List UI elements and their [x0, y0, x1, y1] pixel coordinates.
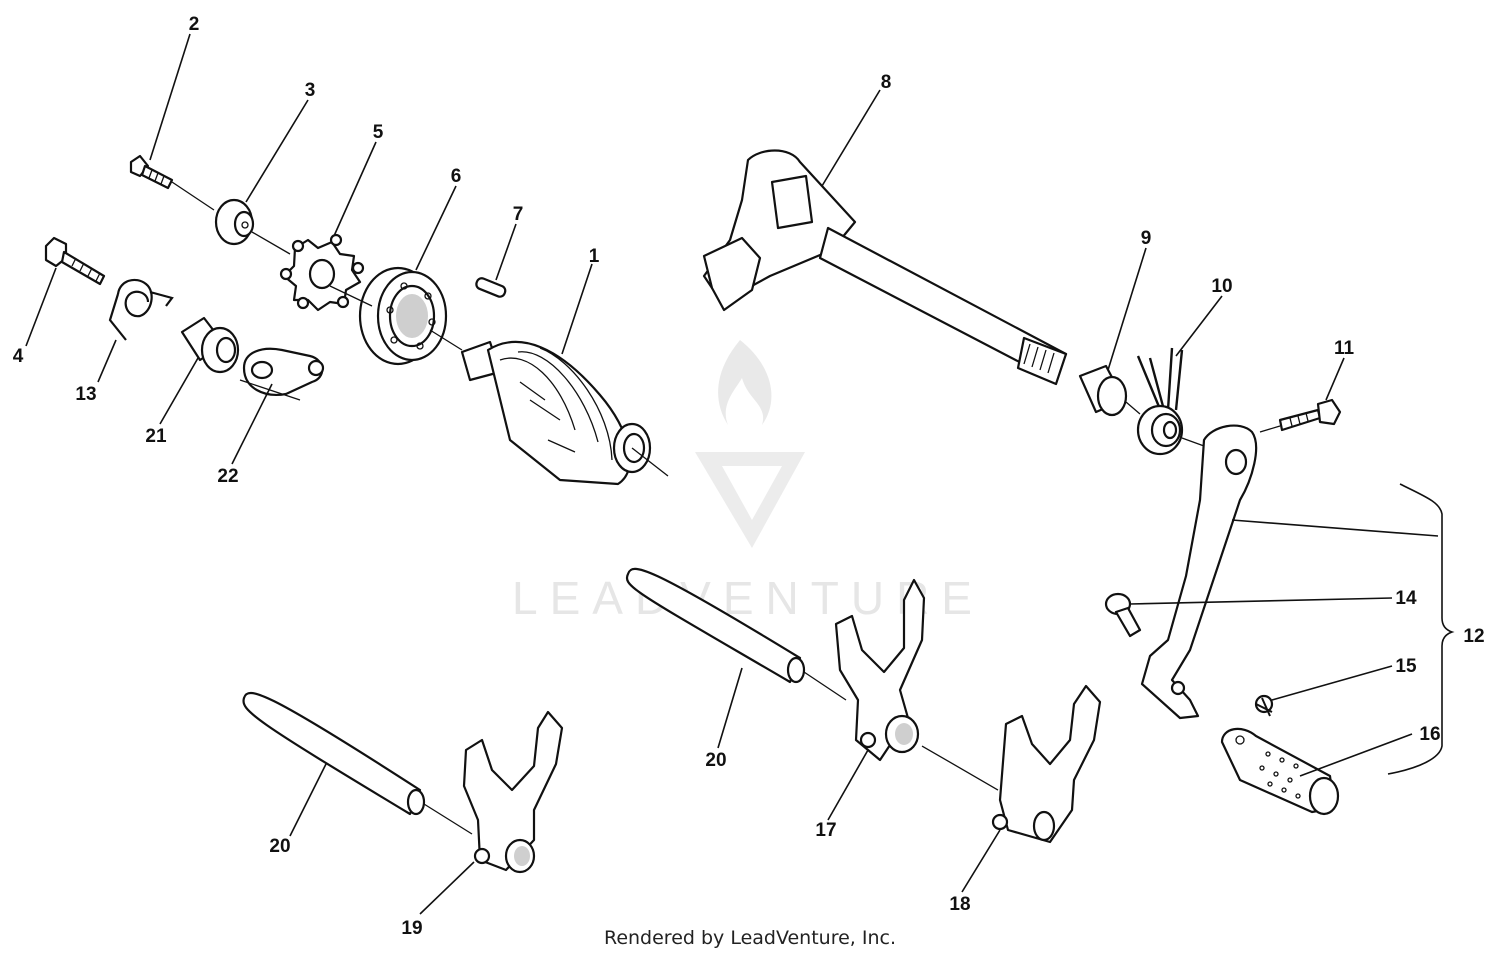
part-6-bearing [358, 266, 448, 366]
watermark-text: LEADVENTURE [512, 572, 984, 624]
callout-22: 22 [217, 466, 238, 487]
part-5-star-plate [279, 233, 365, 312]
part-8-shift-shaft [702, 149, 1068, 386]
callout-16: 16 [1419, 724, 1440, 745]
callout-12: 12 [1463, 626, 1484, 647]
part-14-pin [1104, 592, 1142, 638]
callout-13: 13 [75, 384, 96, 405]
callout-20-lower: 20 [269, 836, 290, 857]
callout-15: 15 [1395, 656, 1417, 677]
callout-14: 14 [1395, 588, 1417, 609]
part-13-spring [108, 278, 174, 341]
axis-lines [171, 181, 1281, 835]
callout-21: 21 [145, 426, 167, 447]
callout-18: 18 [949, 894, 970, 915]
part-20-rod-upper [625, 567, 806, 684]
part-17-fork [834, 578, 926, 762]
part-7-pin [475, 277, 507, 298]
callout-6: 6 [451, 166, 462, 187]
part-10-spring [1136, 347, 1184, 456]
watermark: LEADVENTURE [512, 340, 984, 624]
callout-9: 9 [1141, 228, 1152, 249]
watermark-v-icon [695, 452, 805, 548]
callout-5: 5 [373, 122, 384, 143]
callout-20-upper: 20 [705, 750, 726, 771]
part-4-bolt [44, 236, 106, 286]
part-11-bolt [1278, 398, 1342, 432]
part-16-foot-peg [1220, 727, 1340, 816]
callout-1: 1 [589, 246, 600, 267]
part-19-fork [462, 710, 564, 874]
callout-11: 11 [1334, 338, 1355, 359]
part-1-shift-drum [460, 340, 652, 486]
callout-17: 17 [815, 820, 836, 841]
callout-8: 8 [881, 72, 892, 93]
credit-text: Rendered by LeadVenture, Inc. [604, 927, 896, 949]
callout-4: 4 [13, 346, 24, 367]
part-12-shift-pedal [1140, 424, 1258, 720]
callout-19: 19 [401, 918, 422, 939]
part-9-collar [1078, 364, 1128, 417]
leader-lines [25, 33, 1439, 915]
part-3-washer [214, 198, 255, 246]
part-20-rod-lower [242, 691, 426, 816]
callout-7: 7 [513, 204, 524, 225]
callout-2: 2 [189, 14, 200, 35]
bracket-12 [1387, 483, 1455, 775]
callouts: 2 3 5 6 7 1 8 9 10 11 4 13 21 22 14 12 1… [13, 14, 1485, 939]
watermark-flame-icon [718, 340, 772, 425]
part-22-link-plate [242, 347, 325, 396]
callout-3: 3 [305, 80, 316, 101]
part-21-collar [180, 316, 240, 374]
callout-10: 10 [1211, 276, 1232, 297]
part-2-screw [129, 154, 174, 190]
part-15-clip [1254, 694, 1274, 717]
part-18-fork [991, 684, 1102, 844]
